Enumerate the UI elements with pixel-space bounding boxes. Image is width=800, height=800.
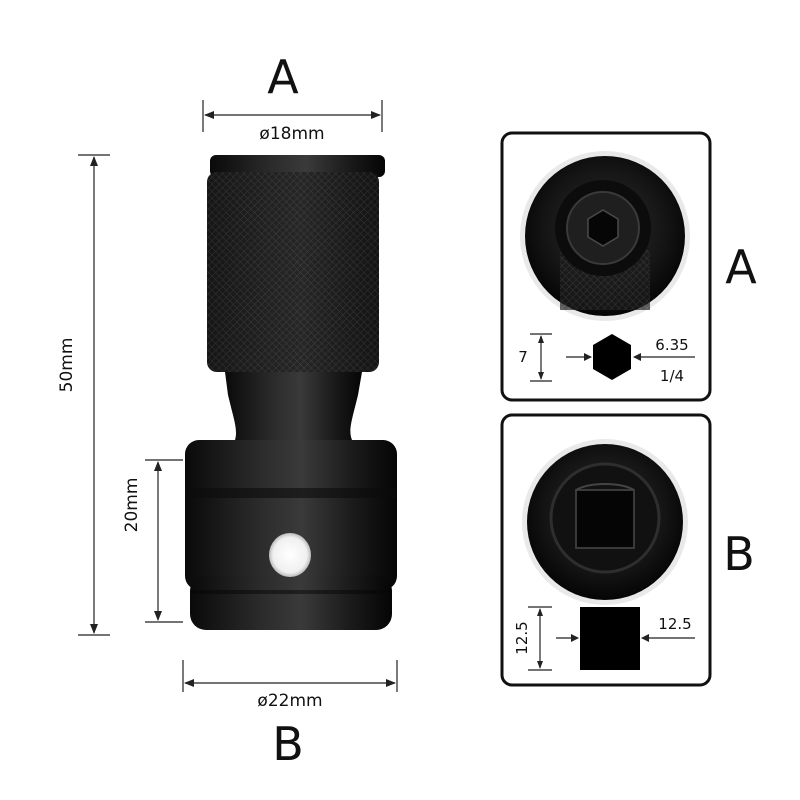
bottom-diameter-label: ø22mm (257, 691, 322, 711)
panel-b-letter: B (723, 527, 755, 581)
top-diameter-label: ø18mm (259, 124, 324, 144)
panel-a-letter: A (725, 240, 757, 294)
adapter-body (185, 155, 397, 630)
hex-height-label: 7 (518, 348, 528, 366)
square-shape (580, 607, 640, 670)
square-width-label: 12.5 (658, 615, 691, 633)
square-length-label: 20mm (122, 478, 142, 533)
total-length-dimension (78, 154, 110, 636)
square-length-dimension (145, 459, 183, 623)
total-length-label: 50mm (57, 338, 77, 393)
top-diameter-dimension (202, 100, 383, 132)
bottom-diameter-dimension (182, 660, 398, 692)
pin-hole (269, 533, 311, 577)
hex-shape (593, 334, 631, 380)
top-letter: A (267, 50, 299, 104)
square-height-label: 12.5 (513, 621, 531, 654)
panel-a (500, 131, 712, 402)
hex-imperial-label: 1/4 (660, 367, 684, 385)
panel-b (500, 413, 712, 687)
hex-metric-label: 6.35 (655, 336, 688, 354)
bottom-letter: B (272, 717, 304, 771)
